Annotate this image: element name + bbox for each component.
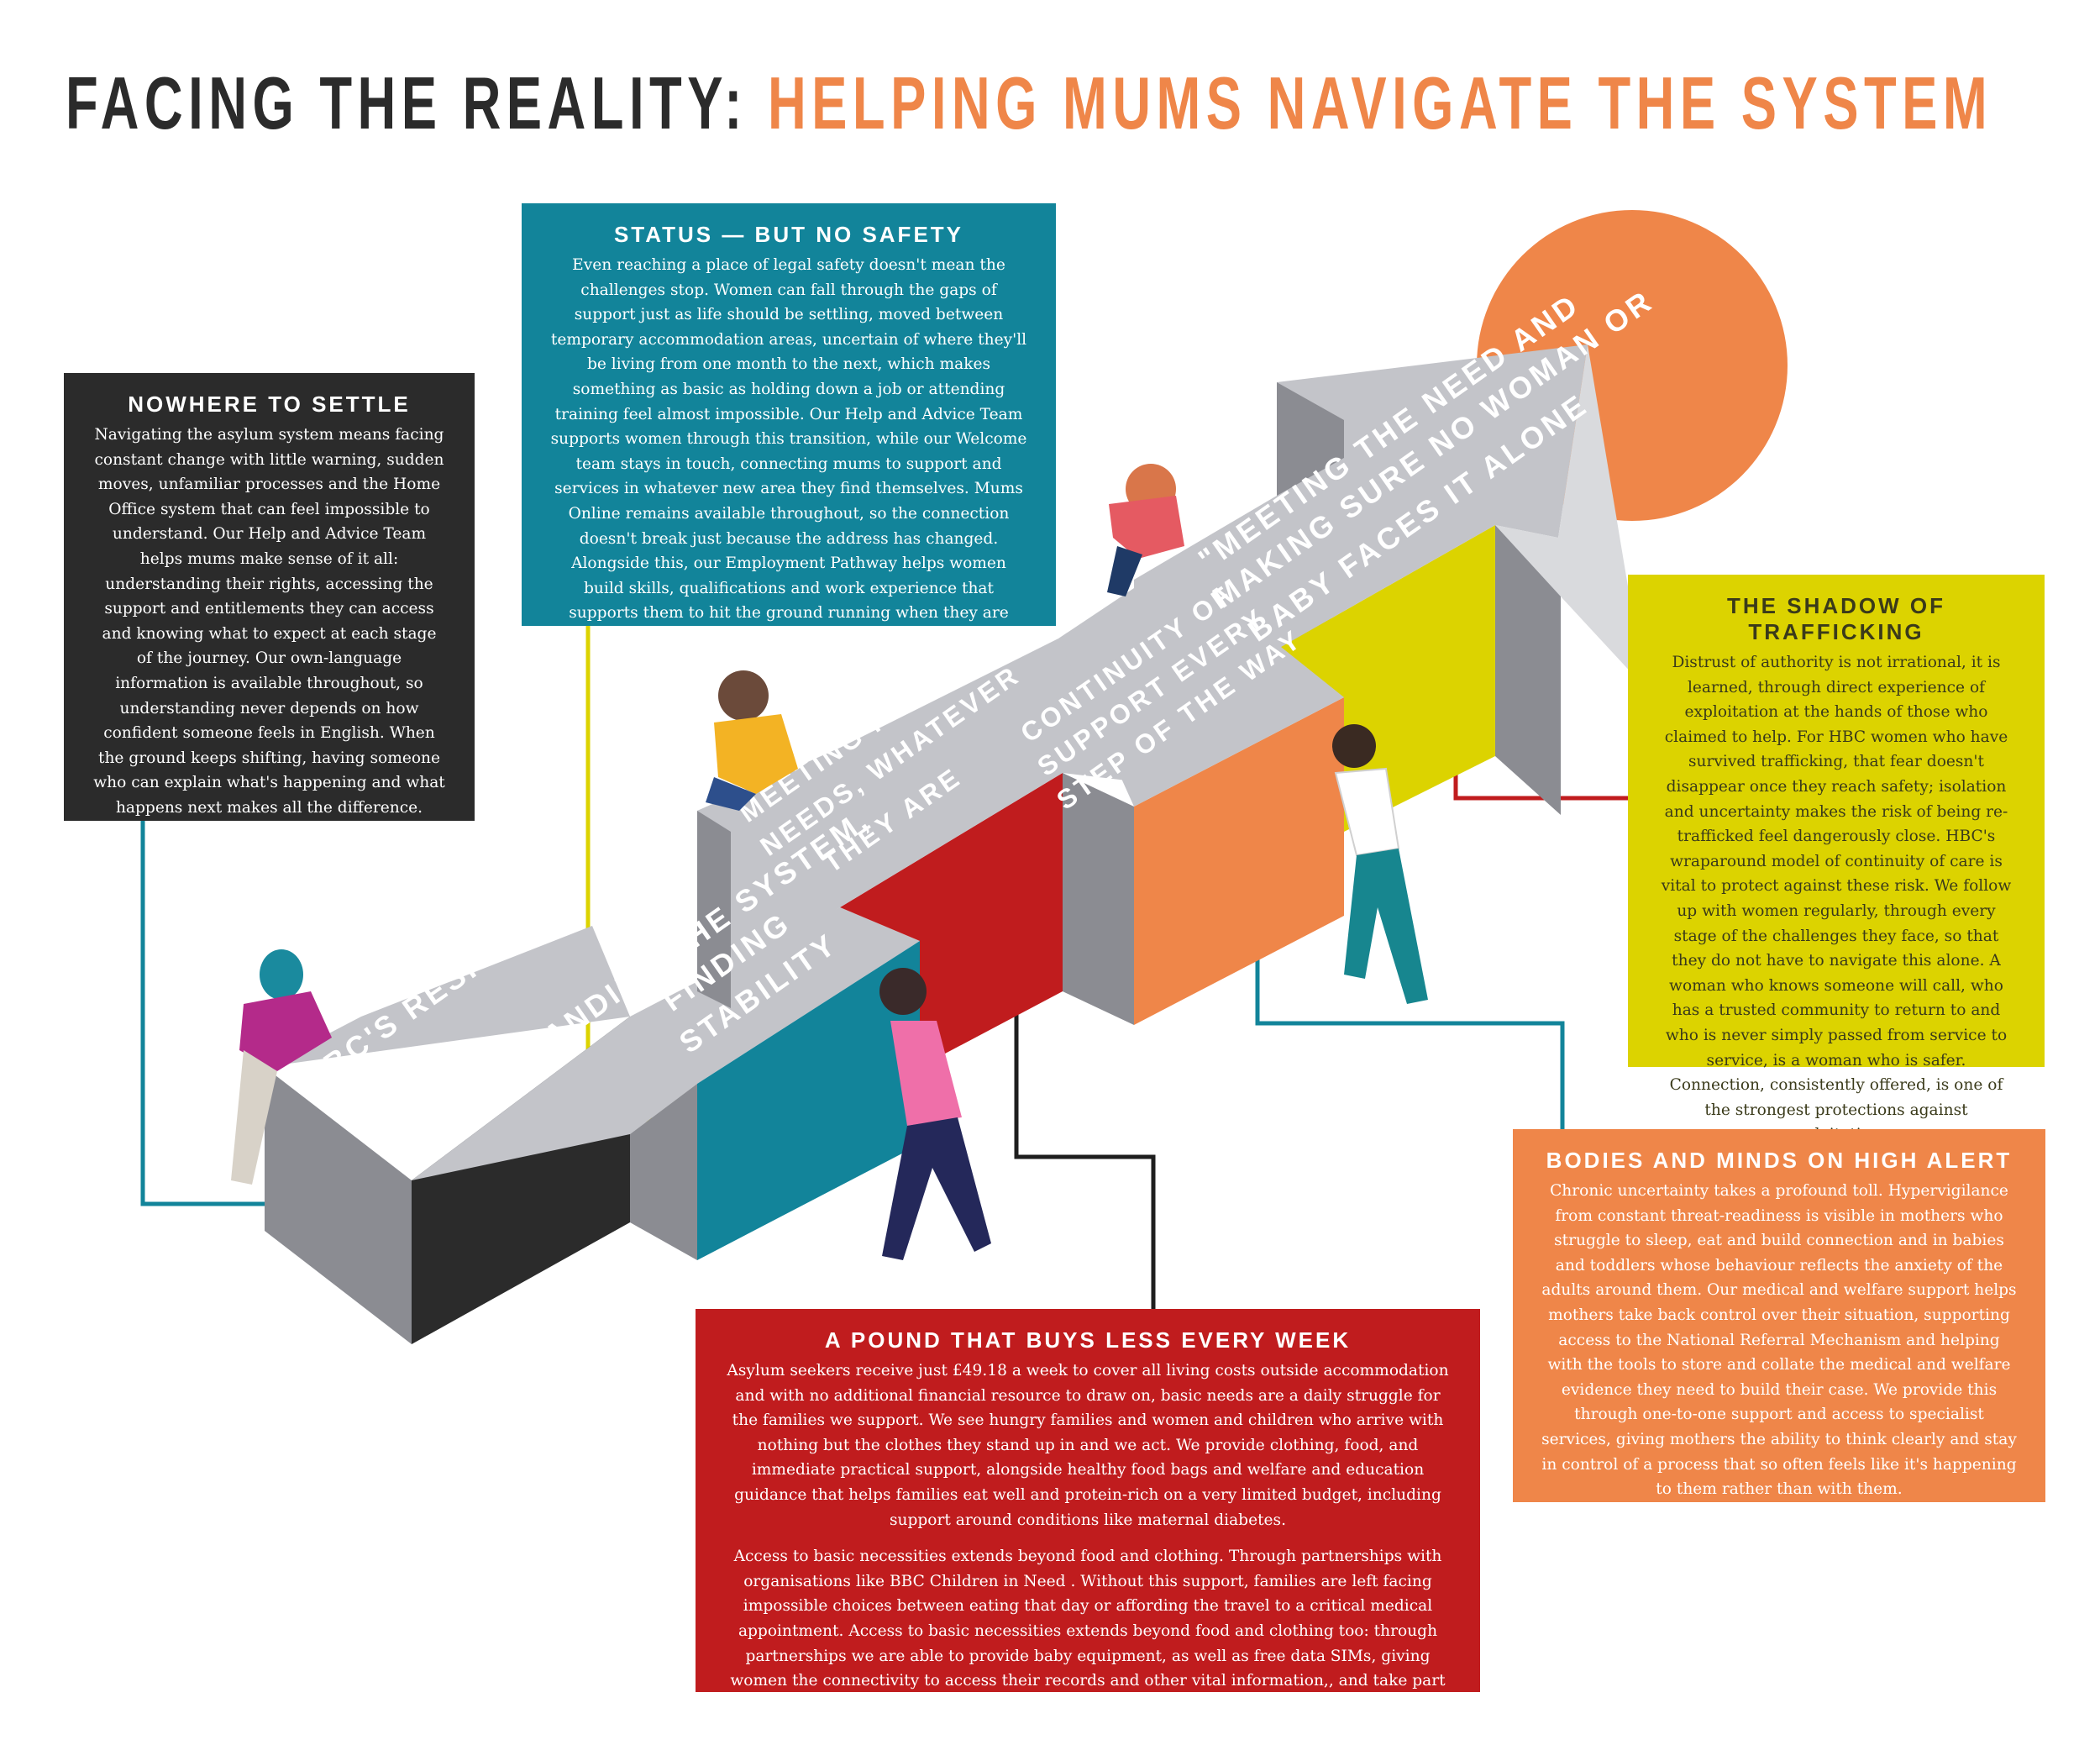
box-status-heading: STATUS — BUT NO SAFETY bbox=[613, 222, 964, 247]
box-bodies-body: Chronic uncertainty takes a profound tol… bbox=[1541, 1182, 2017, 1499]
step-1-top bbox=[265, 926, 630, 1067]
step-2-top bbox=[412, 907, 920, 1180]
title-part-2: HELPING MUMS NAVIGATE THE SYSTEM bbox=[767, 61, 1993, 145]
arrow-right-side bbox=[1495, 344, 1645, 687]
step-1-left-face bbox=[265, 1067, 412, 1344]
box-pound-body-1: Asylum seekers receive just £49.18 a wee… bbox=[727, 1362, 1449, 1529]
step-4-left-face bbox=[1063, 773, 1134, 1025]
woman-pink-pushing-figure bbox=[879, 968, 991, 1260]
step-2-front-face bbox=[697, 941, 920, 1260]
woman-teal-pants-figure bbox=[1332, 724, 1428, 1004]
box-pound-heading: A POUND THAT BUYS LESS EVERY WEEK bbox=[824, 1327, 1352, 1353]
step-4-top bbox=[731, 639, 1134, 907]
box-nowhere-body: Navigating the asylum system means facin… bbox=[93, 426, 445, 817]
box-pound-buys-less: A POUND THAT BUYS LESS EVERY WEEK Asylum… bbox=[696, 1309, 1480, 1715]
step-2-left-face bbox=[630, 1084, 697, 1260]
step-3-left-face bbox=[697, 811, 731, 1008]
arrow-top bbox=[1134, 344, 1588, 647]
page-title: FACING THE REALITY: HELPING MUMS NAVIGAT… bbox=[66, 60, 1992, 146]
woman-yellow-figure bbox=[706, 670, 798, 811]
box-trafficking-body: Distrust of authority is not irrational,… bbox=[1661, 654, 2012, 1143]
connector-line-red bbox=[1014, 912, 1156, 1309]
woman-hijab-figure bbox=[231, 949, 332, 1185]
arrow-left-side bbox=[1277, 382, 1344, 496]
box-bodies-heading: BODIES AND MINDS ON HIGH ALERT bbox=[1546, 1148, 2013, 1173]
step-5-front-face bbox=[1281, 525, 1495, 832]
box-pound-body-2: Access to basic necessities extends beyo… bbox=[730, 1548, 1446, 1715]
box-bodies-and-minds: BODIES AND MINDS ON HIGH ALERT Chronic u… bbox=[1513, 1129, 2045, 1502]
box-nowhere-heading: NOWHERE TO SETTLE bbox=[128, 392, 411, 417]
arrow-shaft-right-face bbox=[1495, 525, 1561, 815]
title-part-1: FACING THE REALITY: bbox=[66, 61, 748, 145]
woman-red-hair-figure bbox=[1107, 464, 1184, 596]
box-status-no-safety: STATUS — BUT NO SAFETY Even reaching a p… bbox=[522, 203, 1056, 647]
box-status-body: Even reaching a place of legal safety do… bbox=[550, 256, 1027, 647]
step-3-front-face bbox=[840, 773, 1063, 1067]
box-shadow-of-trafficking: THE SHADOW OF TRAFFICKING Distrust of au… bbox=[1628, 575, 2045, 1143]
box-nowhere-to-settle: NOWHERE TO SETTLE Navigating the asylum … bbox=[64, 373, 475, 821]
box-trafficking-heading: THE SHADOW OF TRAFFICKING bbox=[1727, 593, 1945, 644]
